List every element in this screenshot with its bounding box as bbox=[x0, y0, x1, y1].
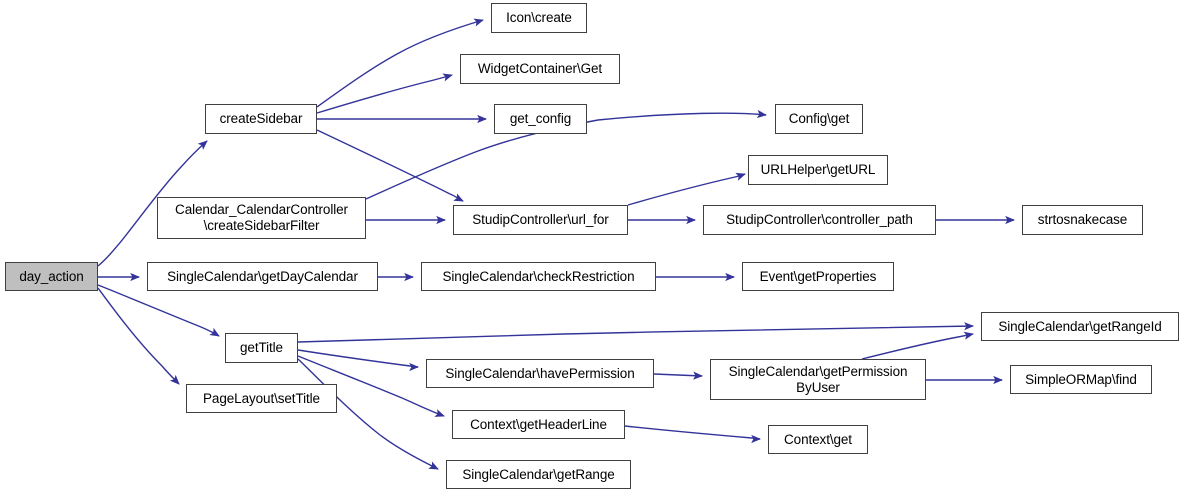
graph-edge bbox=[297, 358, 439, 470]
graph-node-label: Context\getHeaderLine bbox=[470, 416, 607, 432]
graph-node-label: SingleCalendar\getRangeId bbox=[998, 318, 1162, 334]
graph-node-eventGetProperties[interactable]: Event\getProperties bbox=[742, 262, 894, 291]
graph-node-label: createSidebar bbox=[219, 111, 303, 127]
graph-node-simpleORMapFind[interactable]: SimpleORMap\find bbox=[1010, 365, 1152, 394]
graph-node-label: Icon\create bbox=[506, 10, 572, 26]
graph-node-label: SingleCalendar\getRange bbox=[462, 466, 615, 482]
graph-edge bbox=[316, 73, 453, 114]
graph-node-label: PageLayout\setTitle bbox=[203, 390, 320, 406]
graph-node-pageLayoutSetTitle[interactable]: PageLayout\setTitle bbox=[186, 384, 337, 413]
graph-node-getConfig[interactable]: get_config bbox=[494, 104, 587, 134]
graph-node-singleCalendarHavePermission[interactable]: SingleCalendar\havePermission bbox=[426, 359, 654, 388]
graph-node-label: Context\get bbox=[784, 431, 852, 447]
graph-node-label: StudipController\url_for bbox=[472, 212, 609, 228]
graph-node-calendarControllerCreateSidebarFilter[interactable]: Calendar_CalendarController \createSideb… bbox=[157, 197, 366, 239]
graph-node-label: get_config bbox=[509, 111, 572, 127]
graph-node-label: StudipController\controller_path bbox=[726, 212, 913, 228]
graph-edge bbox=[97, 284, 220, 337]
graph-node-iconCreate[interactable]: Icon\create bbox=[491, 3, 587, 33]
graph-node-configGet[interactable]: Config\get bbox=[775, 104, 863, 134]
graph-edge bbox=[316, 18, 484, 108]
graph-edge bbox=[624, 425, 761, 444]
graph-node-label: Calendar_CalendarController \createSideb… bbox=[175, 202, 348, 233]
graph-node-studipControllerControllerPath[interactable]: StudipController\controller_path bbox=[703, 205, 936, 235]
graph-node-widgetContainerGet[interactable]: WidgetContainer\Get bbox=[460, 54, 620, 84]
graph-edge bbox=[627, 172, 746, 206]
graph-node-label: strtosnakecase bbox=[1037, 212, 1128, 228]
graph-node-singleCalendarGetRange[interactable]: SingleCalendar\getRange bbox=[446, 460, 631, 489]
graph-node-label: URLHelper\getURL bbox=[760, 162, 876, 178]
graph-edge bbox=[653, 371, 703, 380]
graph-node-contextGet[interactable]: Context\get bbox=[768, 425, 868, 454]
graph-node-contextGetHeaderLine[interactable]: Context\getHeaderLine bbox=[452, 410, 625, 439]
graph-node-singleCalendarGetRangeId[interactable]: SingleCalendar\getRangeId bbox=[981, 312, 1179, 341]
graph-node-label: SingleCalendar\havePermission bbox=[445, 365, 635, 381]
graph-node-singleCalendarGetDayCalendar[interactable]: SingleCalendar\getDayCalendar bbox=[147, 262, 378, 291]
graph-node-singleCalendarGetPermissionByUser[interactable]: SingleCalendar\getPermission ByUser bbox=[710, 359, 926, 400]
graph-node-getTitle[interactable]: getTitle bbox=[225, 333, 298, 363]
graph-edge bbox=[861, 331, 974, 360]
graph-node-label: day_action bbox=[19, 268, 84, 284]
graph-edge bbox=[97, 287, 180, 385]
graph-node-label: Config\get bbox=[788, 111, 850, 127]
graph-node-label: getTitle bbox=[240, 340, 283, 356]
graph-node-label: SingleCalendar\getDayCalendar bbox=[167, 268, 358, 284]
graph-node-label: WidgetContainer\Get bbox=[477, 61, 603, 77]
graph-node-strtosnakecase[interactable]: strtosnakecase bbox=[1022, 205, 1143, 235]
graph-node-label: SimpleORMap\find bbox=[1025, 371, 1137, 387]
graph-node-singleCalendarCheckRestriction[interactable]: SingleCalendar\checkRestriction bbox=[421, 262, 656, 291]
graph-node-label: SingleCalendar\checkRestriction bbox=[442, 268, 635, 284]
graph-edge bbox=[316, 129, 464, 202]
graph-edge bbox=[297, 349, 419, 372]
graph-node-studipControllerUrlFor[interactable]: StudipController\url_for bbox=[453, 205, 628, 235]
graph-node-day_action[interactable]: day_action bbox=[5, 262, 98, 291]
graph-edge bbox=[297, 322, 974, 343]
graph-node-label: Event\getProperties bbox=[759, 268, 877, 284]
graph-node-label: SingleCalendar\getPermission ByUser bbox=[728, 363, 908, 395]
graph-node-urlHelperGetURL[interactable]: URLHelper\getURL bbox=[748, 155, 888, 185]
graph-node-createSidebar[interactable]: createSidebar bbox=[205, 104, 317, 134]
